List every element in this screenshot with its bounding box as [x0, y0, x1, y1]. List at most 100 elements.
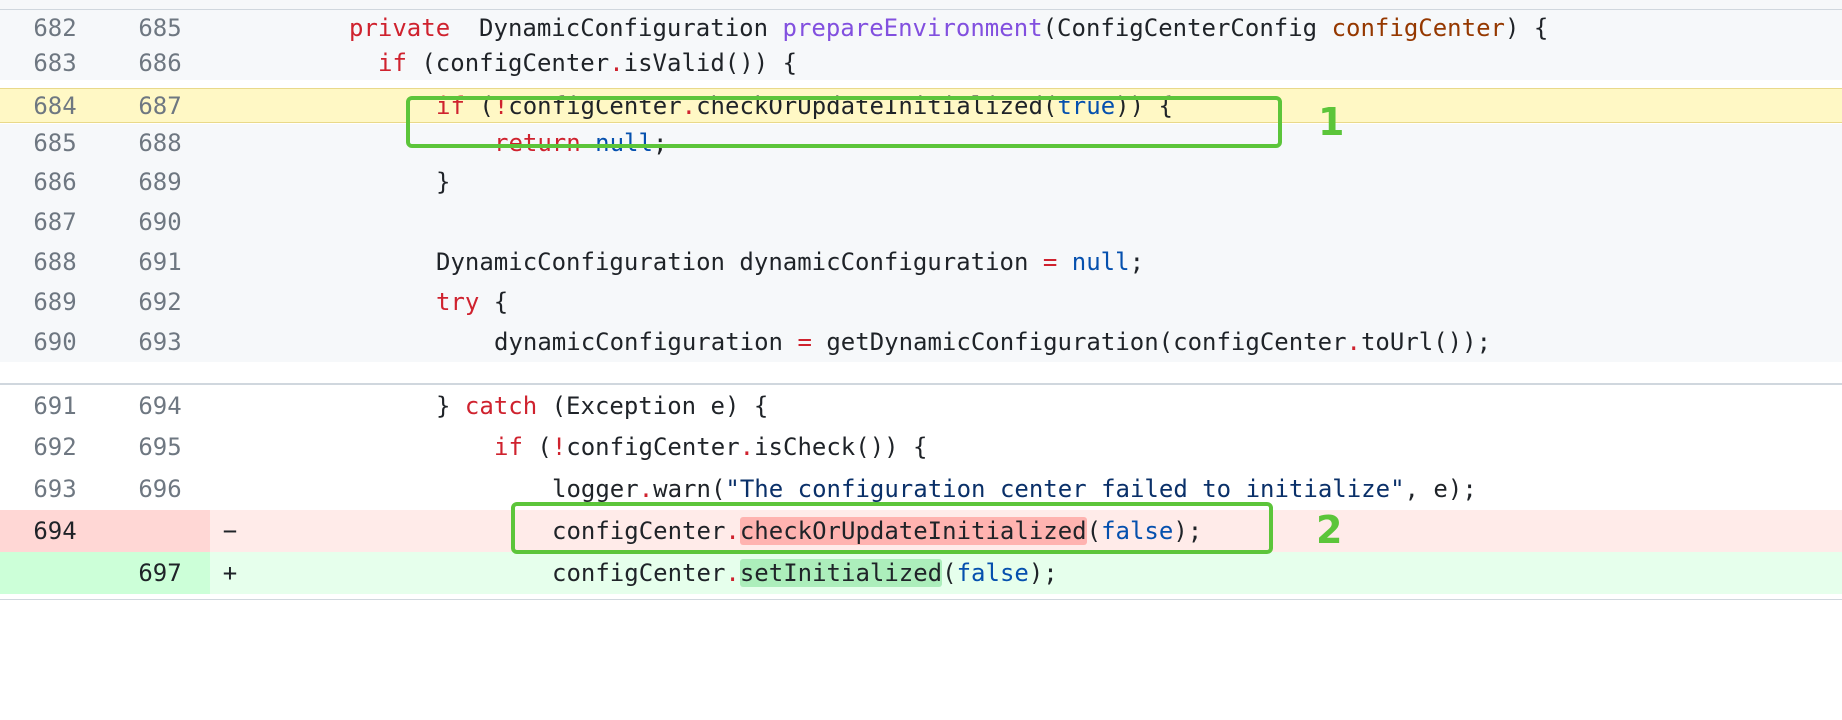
- code-token: ;: [652, 129, 668, 157]
- code-token: null: [1071, 248, 1130, 276]
- old-line-number[interactable]: 693: [33, 475, 77, 503]
- diff-line[interactable]: 687 690: [0, 202, 1842, 242]
- code-text: [250, 202, 262, 242]
- code-token: private: [349, 14, 451, 42]
- new-line-number[interactable]: 697: [110, 552, 210, 594]
- code-text: try {: [250, 282, 508, 322]
- diff-line[interactable]: 688 691 DynamicConfiguration dynamicConf…: [0, 242, 1842, 282]
- code-token: (: [522, 433, 552, 461]
- code-token: if: [378, 49, 407, 77]
- old-line-number[interactable]: 689: [0, 282, 110, 322]
- code-token: return: [494, 129, 581, 157]
- diff-line[interactable]: 691 694 } catch (Exception e) {: [0, 386, 1842, 426]
- new-line-number[interactable]: [110, 510, 210, 552]
- new-line-number[interactable]: 694: [138, 392, 182, 420]
- diff-line[interactable]: 686 689 }: [0, 162, 1842, 202]
- code-token: toUrl());: [1360, 328, 1492, 356]
- code-token: [1057, 248, 1071, 276]
- code-token: .: [609, 49, 624, 77]
- diff-header-strip: [0, 0, 1842, 10]
- old-line-number[interactable]: 690: [0, 322, 110, 362]
- code-token: checkOrUpdateInitialized: [739, 517, 1087, 545]
- code-token: .: [739, 433, 755, 461]
- code-token: .: [638, 475, 654, 503]
- code-token: );: [1028, 559, 1058, 587]
- diff-marker: [210, 10, 250, 46]
- new-line-number[interactable]: 693: [110, 322, 210, 362]
- code-token: catch: [464, 392, 538, 420]
- old-line-number[interactable]: 683: [0, 46, 110, 80]
- code-token: (: [942, 559, 957, 587]
- old-line-number[interactable]: 691: [33, 392, 77, 420]
- code-text: configCenter.setInitialized(false);: [250, 552, 1058, 594]
- old-line-number[interactable]: 692: [33, 433, 77, 461]
- code-token: configCenter: [552, 559, 726, 587]
- code-token: }: [436, 392, 465, 420]
- code-token: getDynamicConfiguration(configCenter: [811, 328, 1347, 356]
- old-line-number[interactable]: 685: [0, 124, 110, 162]
- code-text: if (!configCenter.isCheck()) {: [250, 426, 928, 468]
- new-line-number[interactable]: 688: [110, 124, 210, 162]
- diff-marker: [210, 386, 250, 426]
- diff-line[interactable]: 682 685 private DynamicConfiguration pre…: [0, 10, 1842, 46]
- code-text: dynamicConfiguration = getDynamicConfigu…: [250, 322, 1491, 362]
- code-token: (configCenter: [406, 49, 610, 77]
- new-line-number[interactable]: 685: [110, 10, 210, 46]
- old-line-number[interactable]: [0, 552, 110, 594]
- diff-line[interactable]: 693 696 logger.warn("The configuration c…: [0, 468, 1842, 510]
- code-token: DynamicConfiguration: [450, 14, 783, 42]
- code-token: .: [1346, 328, 1361, 356]
- code-token: warn(: [653, 475, 726, 503]
- diff-marker: −: [222, 517, 238, 545]
- annotation-label-1: 1: [1318, 100, 1345, 144]
- diff-line-added[interactable]: 697 + configCenter.setInitialized(false)…: [0, 552, 1842, 594]
- code-text: private DynamicConfiguration prepareEnvi…: [250, 10, 1548, 46]
- code-token: "The configuration center failed to init…: [725, 475, 1405, 503]
- old-line-number[interactable]: 688: [0, 242, 110, 282]
- code-token: DynamicConfiguration dynamicConfiguratio…: [436, 248, 1043, 276]
- old-line-number[interactable]: 687: [0, 202, 110, 242]
- code-text: configCenter.checkOrUpdateInitialized(fa…: [250, 510, 1202, 552]
- old-line-number[interactable]: 684: [33, 91, 77, 120]
- new-line-number[interactable]: 690: [110, 202, 210, 242]
- diff-marker: [210, 468, 250, 510]
- diff-view: 682 685 private DynamicConfiguration pre…: [0, 0, 1842, 600]
- diff-line[interactable]: 692 695 if (!configCenter.isCheck()) {: [0, 426, 1842, 468]
- new-line-number[interactable]: 692: [110, 282, 210, 322]
- old-line-number[interactable]: 682: [0, 10, 110, 46]
- code-token: isValid()) {: [623, 49, 798, 77]
- code-token: .: [725, 559, 740, 587]
- diff-line[interactable]: 683 686 if (configCenter.isValid()) {: [0, 46, 1842, 80]
- code-token: , e);: [1404, 475, 1477, 503]
- new-line-number[interactable]: 696: [138, 475, 182, 503]
- new-line-number[interactable]: 689: [110, 162, 210, 202]
- code-token: (Exception e) {: [537, 392, 769, 420]
- bottom-border: [0, 599, 1842, 600]
- diff-line[interactable]: 690 693 dynamicConfiguration = getDynami…: [0, 322, 1842, 362]
- new-line-number[interactable]: 691: [110, 242, 210, 282]
- old-line-number[interactable]: 686: [0, 162, 110, 202]
- new-line-number[interactable]: 687: [138, 91, 182, 120]
- old-line-number[interactable]: 694: [0, 510, 110, 552]
- new-line-number[interactable]: 686: [110, 46, 210, 80]
- code-token: false: [1101, 517, 1174, 545]
- diff-marker: +: [222, 559, 238, 587]
- annotation-label-2: 2: [1316, 508, 1343, 552]
- code-token: =: [797, 328, 812, 356]
- diff-line[interactable]: 689 692 try {: [0, 282, 1842, 322]
- code-token: configCenter: [552, 517, 726, 545]
- diff-line[interactable]: 685 688 return null;: [0, 124, 1842, 162]
- code-text: if (configCenter.isValid()) {: [250, 46, 797, 80]
- code-token: (: [1086, 517, 1102, 545]
- diff-marker: [210, 282, 250, 322]
- diff-marker: [210, 89, 250, 122]
- code-token: logger: [552, 475, 639, 503]
- diff-marker: [210, 202, 250, 242]
- code-token: if: [494, 433, 523, 461]
- diff-marker: [210, 322, 250, 362]
- code-token: try: [436, 288, 480, 316]
- diff-line-deleted[interactable]: 694 − configCenter.checkOrUpdateInitiali…: [0, 510, 1842, 552]
- code-token: !: [551, 433, 567, 461]
- code-token: =: [1042, 248, 1058, 276]
- new-line-number[interactable]: 695: [138, 433, 182, 461]
